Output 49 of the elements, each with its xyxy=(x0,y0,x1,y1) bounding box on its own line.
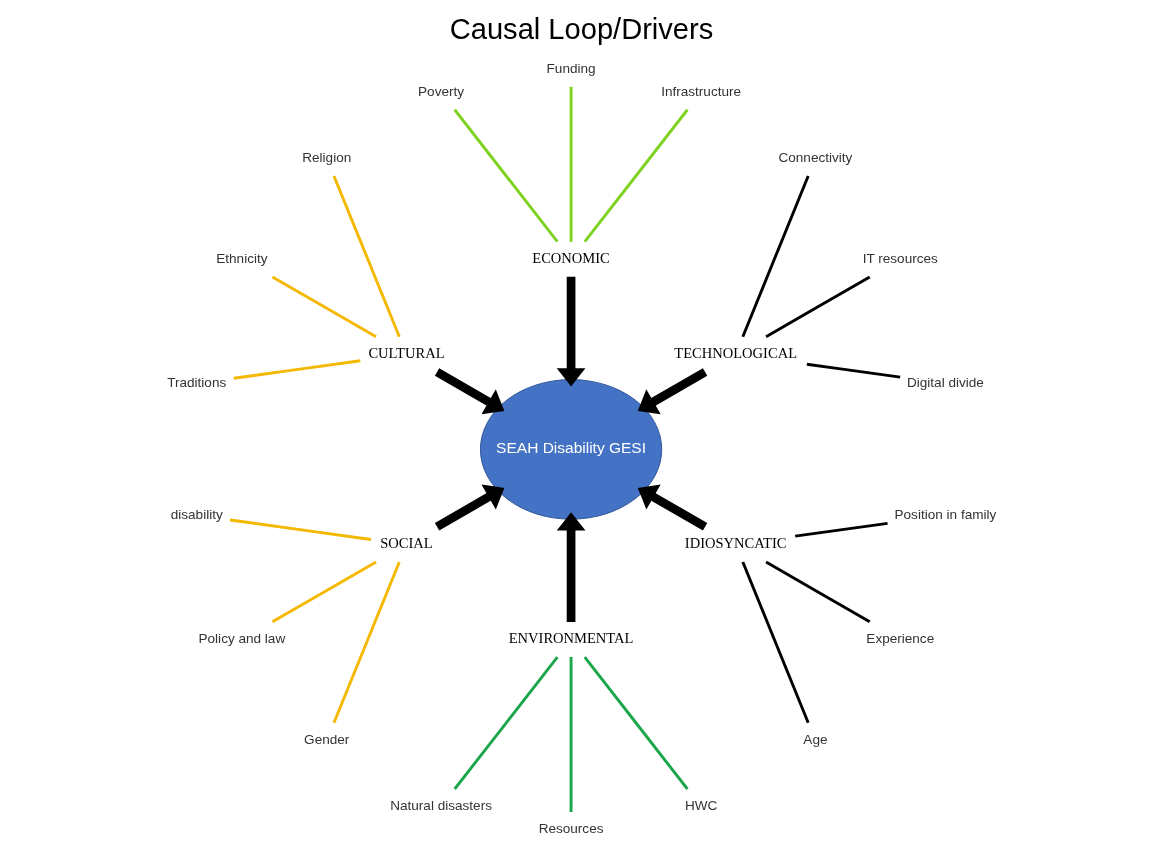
node-text: Policy and law xyxy=(198,631,285,647)
connector xyxy=(794,521,888,538)
connector xyxy=(764,275,870,339)
node-text: HWC xyxy=(684,798,717,814)
node-text: Ethnicity xyxy=(215,250,268,266)
node-text: IT resources xyxy=(862,250,938,266)
diagram-title: Causal Loop/Drivers xyxy=(449,13,713,46)
node-text: Experience xyxy=(865,631,934,647)
node-text: Religion xyxy=(301,149,351,165)
node-text: CULTURAL xyxy=(367,344,445,361)
connector xyxy=(583,656,689,790)
node-text: Position in family xyxy=(894,506,996,522)
node-text: Gender xyxy=(303,732,349,748)
node-text: Age xyxy=(802,732,827,748)
connector xyxy=(569,656,573,812)
arrow xyxy=(637,484,707,531)
node-text: Connectivity xyxy=(777,149,852,165)
connector xyxy=(233,359,360,380)
arrow xyxy=(556,276,585,387)
connector xyxy=(271,560,377,624)
node-text: Natural disasters xyxy=(389,798,492,814)
connector xyxy=(453,108,559,243)
node-text: SOCIAL xyxy=(379,534,433,551)
node-text: ECONOMIC xyxy=(531,249,610,266)
connector xyxy=(453,656,559,790)
connector xyxy=(271,275,377,339)
node-text: Funding xyxy=(546,60,596,76)
node-text: Digital divide xyxy=(906,374,984,390)
node-text: disability xyxy=(170,506,223,522)
node-text: IDIOSYNCATIC xyxy=(684,534,787,551)
connector xyxy=(764,560,870,624)
arrow xyxy=(556,512,585,622)
node-text: Infrastructure xyxy=(660,83,741,99)
connector xyxy=(740,175,810,338)
node-text: ENVIRONMENTAL xyxy=(508,629,633,646)
arrow xyxy=(637,368,707,415)
arrow xyxy=(434,368,504,415)
connector xyxy=(229,518,371,541)
node-text: TECHNOLOGICAL xyxy=(673,344,797,361)
connector xyxy=(740,561,810,724)
connector xyxy=(569,86,573,242)
connector xyxy=(583,108,689,243)
connector xyxy=(332,175,401,338)
node-text: Traditions xyxy=(166,374,226,390)
connector xyxy=(806,362,900,379)
node-text: Poverty xyxy=(417,83,464,99)
arrow xyxy=(434,484,504,531)
node-text: Resources xyxy=(538,821,603,837)
connector xyxy=(332,561,401,724)
